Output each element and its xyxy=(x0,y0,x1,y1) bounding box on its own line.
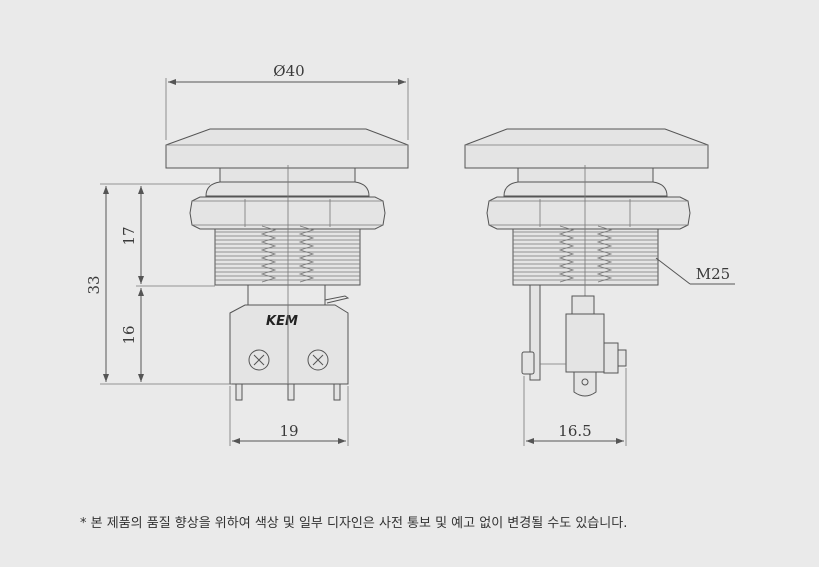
side-button-head xyxy=(464,128,709,169)
front-thread-lines xyxy=(215,231,360,281)
technical-drawing: KEM Ø40 33 17 16 19 xyxy=(85,62,735,446)
front-hex-nut xyxy=(189,196,386,230)
front-neck xyxy=(219,167,356,183)
front-lever xyxy=(324,295,350,304)
dim-height-total: 33 xyxy=(85,183,232,385)
dim-height-lower: 16 xyxy=(120,288,144,382)
side-view xyxy=(464,128,709,397)
side-nut xyxy=(603,342,619,374)
svg-text:16.5: 16.5 xyxy=(558,422,591,440)
side-spring-right xyxy=(596,225,613,283)
dim-head-diameter: Ø40 xyxy=(165,62,409,140)
svg-text:16: 16 xyxy=(120,325,138,344)
side-bracket xyxy=(529,284,541,381)
side-thread-body xyxy=(512,228,659,286)
dim-width-front: 19 xyxy=(229,386,349,446)
side-hex-nut xyxy=(486,196,691,230)
side-bracket-tab xyxy=(521,351,535,375)
side-spring-left xyxy=(558,225,575,283)
front-button-head xyxy=(165,128,409,169)
dim-height-upper: 17 xyxy=(120,186,215,287)
svg-text:Ø40: Ø40 xyxy=(273,62,304,80)
svg-text:19: 19 xyxy=(279,422,298,440)
front-spring-right xyxy=(298,225,315,283)
svg-text:33: 33 xyxy=(85,275,103,294)
brand-logo: KEM xyxy=(266,314,298,329)
side-thread-lines xyxy=(513,231,658,281)
front-collar xyxy=(205,181,370,197)
footnote: * 본 제품의 품질 향상을 위하여 색상 및 일부 디자인은 사전 통보 및 … xyxy=(80,516,628,531)
terminal-3 xyxy=(333,383,341,401)
terminal-1 xyxy=(235,383,243,401)
front-bracket xyxy=(247,285,326,305)
svg-text:M25: M25 xyxy=(696,265,730,283)
dim-thread: M25 xyxy=(655,257,735,285)
dim-width-side: 16.5 xyxy=(523,368,627,446)
side-collar xyxy=(503,181,668,197)
terminal-2 xyxy=(287,383,295,401)
front-thread-body xyxy=(214,228,361,286)
side-micro-switch xyxy=(565,313,605,373)
svg-text:17: 17 xyxy=(120,226,138,245)
side-neck xyxy=(517,167,654,183)
side-plunger xyxy=(571,295,595,315)
front-view: KEM xyxy=(165,128,409,401)
side-nut-cap xyxy=(617,349,627,367)
front-spring-left xyxy=(260,225,277,283)
